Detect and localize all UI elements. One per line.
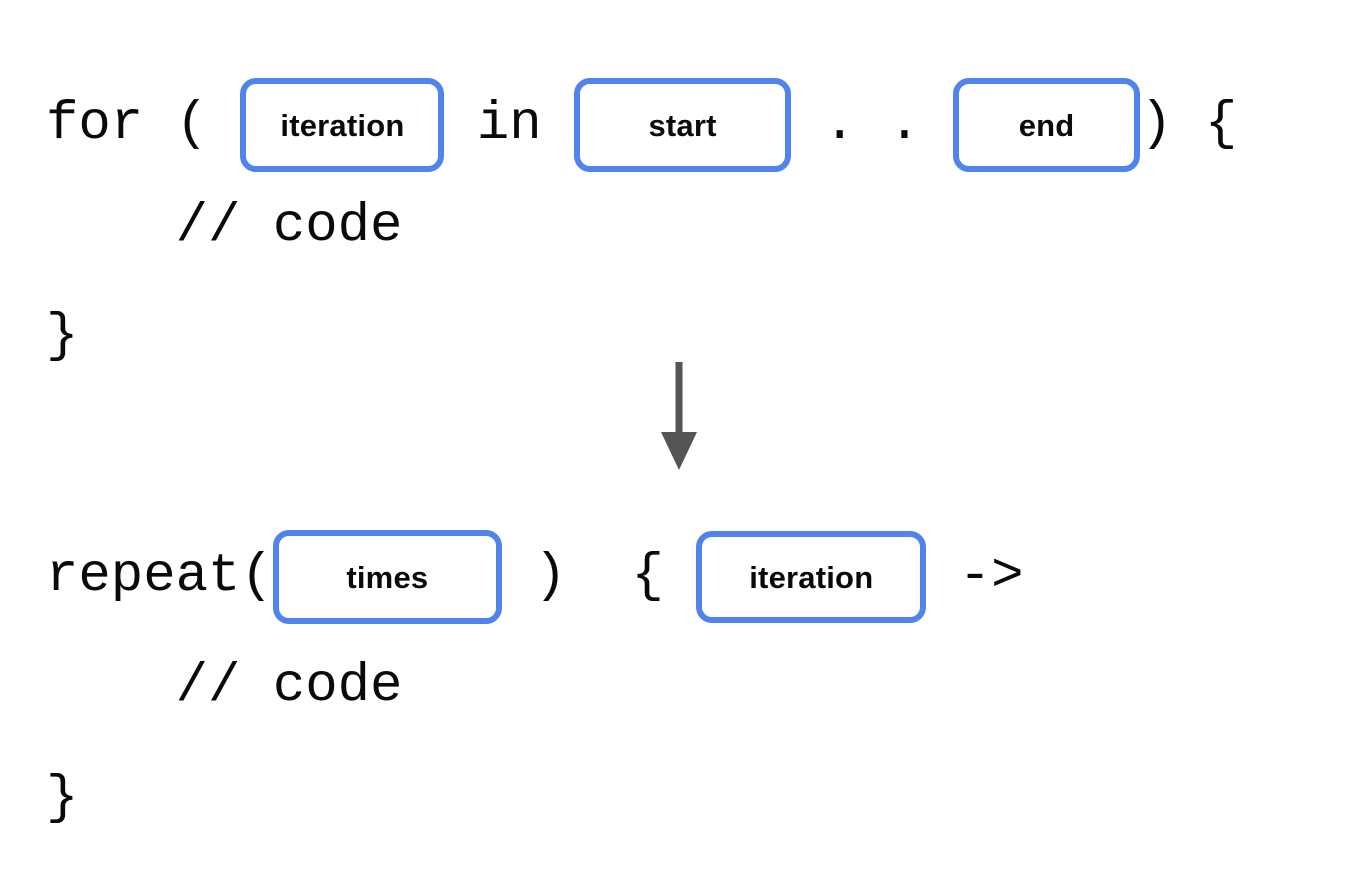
- code-comment-after: // code: [46, 656, 403, 717]
- space-9: [926, 550, 958, 604]
- space-6: [502, 550, 534, 604]
- slot-iteration-after[interactable]: iteration: [696, 531, 927, 623]
- brace-close-repeat: }: [46, 768, 79, 829]
- brace-open-repeat: {: [631, 546, 664, 607]
- code-line-repeat-header: repeat ( times ) { iteration ->: [46, 530, 1024, 624]
- space-4: [542, 98, 574, 152]
- slot-start[interactable]: start: [574, 78, 792, 172]
- space-3: [444, 98, 476, 152]
- space-2: [208, 98, 240, 152]
- space-7: [567, 550, 632, 604]
- code-line-for-header: for ( iteration in start . . end ) {: [46, 78, 1237, 172]
- paren-open-for: (: [175, 94, 209, 155]
- lambda-arrow: ->: [958, 546, 1024, 607]
- keyword-repeat: repeat: [46, 546, 241, 607]
- slot-times[interactable]: times: [272, 530, 502, 624]
- space-1: [143, 98, 175, 152]
- paren-close-for: ): [1140, 94, 1173, 155]
- brace-open-for: {: [1204, 94, 1238, 155]
- slot-end[interactable]: end: [953, 78, 1141, 172]
- code-comment-before: // code: [46, 196, 403, 257]
- keyword-in: in: [476, 94, 542, 155]
- space-8: [664, 550, 696, 604]
- transformation-arrow-icon: [648, 358, 710, 476]
- brace-close-for: }: [46, 306, 79, 367]
- slot-iteration-before[interactable]: iteration: [240, 78, 445, 172]
- paren-close-repeat: ): [534, 546, 567, 607]
- paren-open-repeat: (: [240, 546, 273, 607]
- keyword-for: for: [46, 94, 144, 155]
- space-5: [1173, 98, 1205, 152]
- range-operator: . .: [791, 94, 954, 155]
